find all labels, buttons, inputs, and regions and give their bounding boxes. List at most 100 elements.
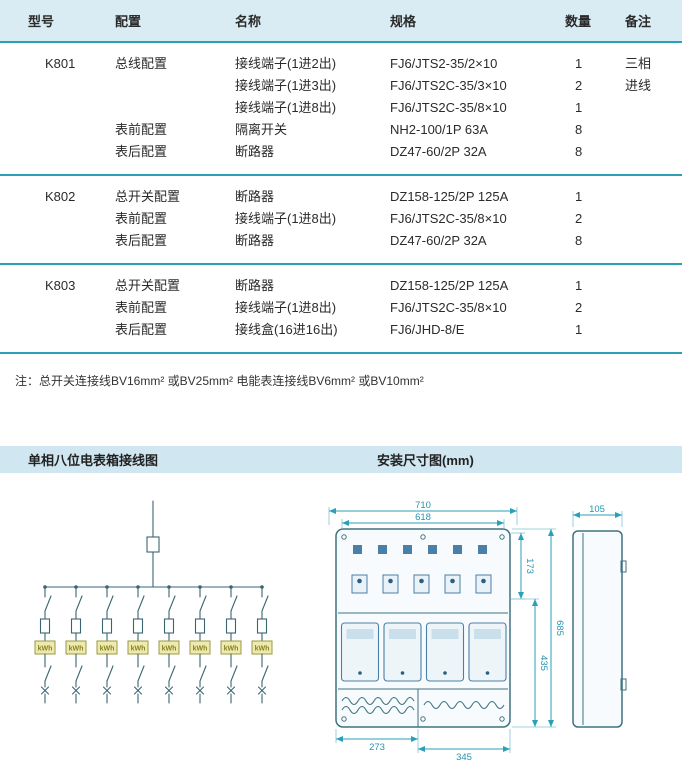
remark-cell: 三相 xyxy=(625,56,652,71)
dimension-diagram-title: 安装尺寸图(mm) xyxy=(377,453,474,468)
config-cell: 表后配置 xyxy=(115,144,168,159)
meter-branch xyxy=(127,584,149,704)
spec-cell: DZ47-60/2P 32A xyxy=(390,144,487,159)
footnote: 注：总开关连接线BV16mm² 或BV25mm² 电能表连接线BV6mm² 或B… xyxy=(15,374,424,388)
name-cell: 隔离开关 xyxy=(235,122,288,137)
config-cell: 表后配置 xyxy=(115,322,168,337)
meter-branch xyxy=(65,584,87,704)
spec-row: 表前配置 隔离开关 NH2-100/1P 63A 8 xyxy=(0,119,682,141)
dim-bottom-left-width: 273 xyxy=(369,742,385,753)
spec-row: K803 总开关配置 断路器 DZ158-125/2P 125A 1 xyxy=(0,264,682,297)
meter-branch xyxy=(34,584,56,704)
name-cell: 断路器 xyxy=(235,278,275,293)
spec-cell: FJ6/JTS2C-35/3×10 xyxy=(390,78,507,93)
remark-cell xyxy=(625,297,682,319)
model-cell xyxy=(0,297,115,319)
config-cell: 表前配置 xyxy=(115,211,168,226)
remark-cell: 进线 xyxy=(625,78,652,93)
meter-branch xyxy=(189,584,211,704)
wiring-diagram-title: 单相八位电表箱接线图 xyxy=(28,453,159,468)
model-group-k802: K802 总开关配置 断路器 DZ158-125/2P 125A 1 表前配置 … xyxy=(0,175,682,264)
config-cell xyxy=(115,97,235,119)
spec-cell: FJ6/JTS2C-35/8×10 xyxy=(390,211,507,226)
model-cell xyxy=(0,208,115,230)
spec-cell: FJ6/JTS2C-35/8×10 xyxy=(390,100,507,115)
remark-cell xyxy=(625,119,682,141)
spec-cell: FJ6/JTS2C-35/8×10 xyxy=(390,300,507,315)
name-cell: 断路器 xyxy=(235,233,275,248)
qty-cell: 1 xyxy=(575,322,583,337)
remark-cell xyxy=(625,319,682,354)
side-view xyxy=(572,530,627,728)
model-cell: K803 xyxy=(45,278,76,293)
qty-cell: 2 xyxy=(575,78,583,93)
model-cell xyxy=(0,75,115,97)
qty-cell: 8 xyxy=(575,233,583,248)
model-cell xyxy=(0,119,115,141)
remark-cell xyxy=(625,208,682,230)
config-cell: 总开关配置 xyxy=(115,189,181,204)
name-cell: 断路器 xyxy=(235,189,275,204)
spec-row: 表后配置 接线盒(16进16出) FJ6/JHD-8/E 1 xyxy=(0,319,682,354)
model-cell: K801 xyxy=(45,56,76,71)
spec-row: 表后配置 断路器 DZ47-60/2P 32A 8 xyxy=(0,141,682,176)
header-remark: 备注 xyxy=(625,0,682,43)
spec-cell: DZ47-60/2P 32A xyxy=(390,233,487,248)
qty-cell: 2 xyxy=(575,300,583,315)
name-cell: 接线端子(1进8出) xyxy=(235,100,337,115)
model-group-k801: K801 总线配置 接线端子(1进2出) FJ6/JTS2-35/2×10 1 … xyxy=(0,42,682,175)
dim-mounting-width: 618 xyxy=(415,512,431,523)
dimension-annotations: 710 618 173 435 685 105 273 xyxy=(328,500,623,763)
header-name: 名称 xyxy=(235,0,390,43)
qty-cell: 1 xyxy=(575,278,583,293)
config-cell xyxy=(115,75,235,97)
meter-windows xyxy=(340,622,507,682)
spec-row: 表前配置 接线端子(1进8出) FJ6/JTS2C-35/8×10 2 xyxy=(0,297,682,319)
name-cell: 接线盒(16进16出) xyxy=(235,322,338,337)
remark-cell xyxy=(625,175,682,208)
dim-depth: 105 xyxy=(589,504,605,515)
model-cell: K802 xyxy=(45,189,76,204)
spec-row: 接线端子(1进8出) FJ6/JTS2C-35/8×10 1 xyxy=(0,97,682,119)
spec-row: 表前配置 接线端子(1进8出) FJ6/JTS2C-35/8×10 2 xyxy=(0,208,682,230)
config-cell: 表后配置 xyxy=(115,233,168,248)
name-cell: 接线端子(1进3出) xyxy=(235,78,337,93)
model-group-k803: K803 总开关配置 断路器 DZ158-125/2P 125A 1 表前配置 … xyxy=(0,264,682,353)
wiring-diagram: kWh xyxy=(34,500,273,704)
remark-cell xyxy=(625,97,682,119)
name-cell: 接线端子(1进8出) xyxy=(235,211,337,226)
remark-cell xyxy=(625,264,682,297)
model-cell xyxy=(0,97,115,119)
spec-row: K802 总开关配置 断路器 DZ158-125/2P 125A 1 xyxy=(0,175,682,208)
header-model: 型号 xyxy=(0,0,115,43)
dimension-diagram: 710 618 173 435 685 105 273 xyxy=(328,500,627,763)
main-switch xyxy=(146,536,160,553)
meter-branch xyxy=(251,584,273,704)
qty-cell: 8 xyxy=(575,122,583,137)
meter-branch xyxy=(96,584,118,704)
config-cell: 表前配置 xyxy=(115,300,168,315)
spec-cell: DZ158-125/2P 125A xyxy=(390,278,509,293)
table-header-row: 型号 配置 名称 规格 数量 备注 xyxy=(0,0,682,43)
spec-cell: DZ158-125/2P 125A xyxy=(390,189,509,204)
remark-cell xyxy=(625,141,682,176)
qty-cell: 1 xyxy=(575,189,583,204)
meter-branch xyxy=(158,584,180,704)
spec-cell: FJ6/JHD-8/E xyxy=(390,322,465,337)
remark-cell xyxy=(625,230,682,265)
header-spec: 规格 xyxy=(390,0,565,43)
spec-table: 型号 配置 名称 规格 数量 备注 K801 总线配置 接线端子(1进2出) F… xyxy=(0,0,682,354)
front-view xyxy=(335,528,511,728)
config-cell: 总线配置 xyxy=(115,56,168,71)
spec-cell: NH2-100/1P 63A xyxy=(390,122,489,137)
spec-cell: FJ6/JTS2-35/2×10 xyxy=(390,56,498,71)
dim-outer-width: 710 xyxy=(415,500,431,511)
dim-bottom-right-width: 345 xyxy=(456,752,472,763)
qty-cell: 2 xyxy=(575,211,583,226)
qty-cell: 1 xyxy=(575,56,583,71)
name-cell: 接线端子(1进2出) xyxy=(235,56,337,71)
model-cell xyxy=(0,141,115,176)
spec-row: 接线端子(1进3出) FJ6/JTS2C-35/3×10 2 进线 xyxy=(0,75,682,97)
header-qty: 数量 xyxy=(565,0,625,43)
qty-cell: 1 xyxy=(575,100,583,115)
